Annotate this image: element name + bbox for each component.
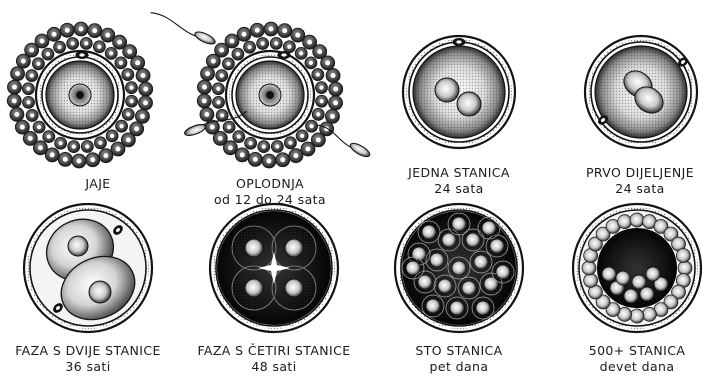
stage-label-blastocyst: 500+ STANICA devet dana — [589, 343, 686, 375]
nucleus — [245, 279, 263, 297]
stage-title: JEDNA STANICA — [408, 165, 510, 181]
inner-cell-mass-cell — [616, 271, 630, 285]
nucleus — [68, 236, 88, 256]
stage-label-first-division: PRVO DIJELJENJE 24 sata — [586, 165, 694, 197]
stage-subtitle: 36 sati — [15, 359, 161, 375]
inner-cell-mass-cell — [646, 267, 660, 281]
trophoblast-cell — [642, 307, 656, 321]
trophoblast-cell — [630, 309, 644, 323]
nucleus — [245, 239, 263, 257]
stage-subtitle: devet dana — [589, 359, 686, 375]
stage-subtitle: pet dana — [415, 359, 502, 375]
stage-title: 500+ STANICA — [589, 343, 686, 359]
stage-four-cell-figure — [210, 204, 338, 332]
stage-label-fertilization: OPLODNJA od 12 do 24 sata — [214, 176, 326, 208]
sperm-head — [348, 141, 371, 159]
pronucleus — [457, 92, 481, 116]
nucleus — [285, 279, 303, 297]
sperm-head — [183, 122, 207, 137]
stage-label-hundred-cell: STO STANICA pet dana — [415, 343, 502, 375]
stage-title: PRVO DIJELJENJE — [586, 165, 694, 181]
trophoblast-cell — [582, 261, 596, 275]
stage-blastocyst-figure — [573, 204, 701, 332]
nucleus — [285, 239, 303, 257]
stage-two-cell-figure — [24, 204, 152, 332]
stage-title: FAZA S ČETIRI STANICE — [197, 343, 350, 359]
inner-cell-mass-cell — [640, 287, 654, 301]
stage-subtitle: 24 sata — [586, 181, 694, 197]
trophoblast-cell — [630, 213, 644, 227]
trophoblast-cell — [618, 215, 632, 229]
stage-label-egg: JAJE — [85, 176, 110, 192]
stage-title: FAZA S DVIJE STANICE — [15, 343, 161, 359]
stage-title: OPLODNJA — [214, 176, 326, 192]
stage-first-division-figure — [585, 36, 697, 148]
stage-subtitle: 48 sati — [197, 359, 350, 375]
stage-title: JAJE — [85, 176, 110, 192]
trophoblast-cell — [676, 249, 690, 263]
trophoblast-cell — [678, 261, 692, 275]
stage-subtitle: od 12 do 24 sata — [214, 192, 326, 208]
stage-egg-figure — [7, 22, 152, 168]
inner-cell-mass-cell — [602, 267, 616, 281]
stage-label-two-cell: FAZA S DVIJE STANICE 36 sati — [15, 343, 161, 375]
stage-subtitle: 24 sata — [408, 181, 510, 197]
stage-hundred-cell-figure — [395, 204, 523, 332]
inner-cell-mass-cell — [624, 289, 638, 303]
stage-fertilization-figure — [151, 13, 372, 168]
stage-title: STO STANICA — [415, 343, 502, 359]
stage-one-cell-figure — [403, 36, 515, 148]
trophoblast-cell — [584, 273, 598, 287]
inner-cell-mass-cell — [632, 275, 646, 289]
pronucleus — [435, 78, 459, 102]
sperm-head — [193, 30, 216, 47]
nucleus — [89, 281, 111, 303]
stage-label-one-cell: JEDNA STANICA 24 sata — [408, 165, 510, 197]
stage-label-four-cell: FAZA S ČETIRI STANICE 48 sati — [197, 343, 350, 375]
